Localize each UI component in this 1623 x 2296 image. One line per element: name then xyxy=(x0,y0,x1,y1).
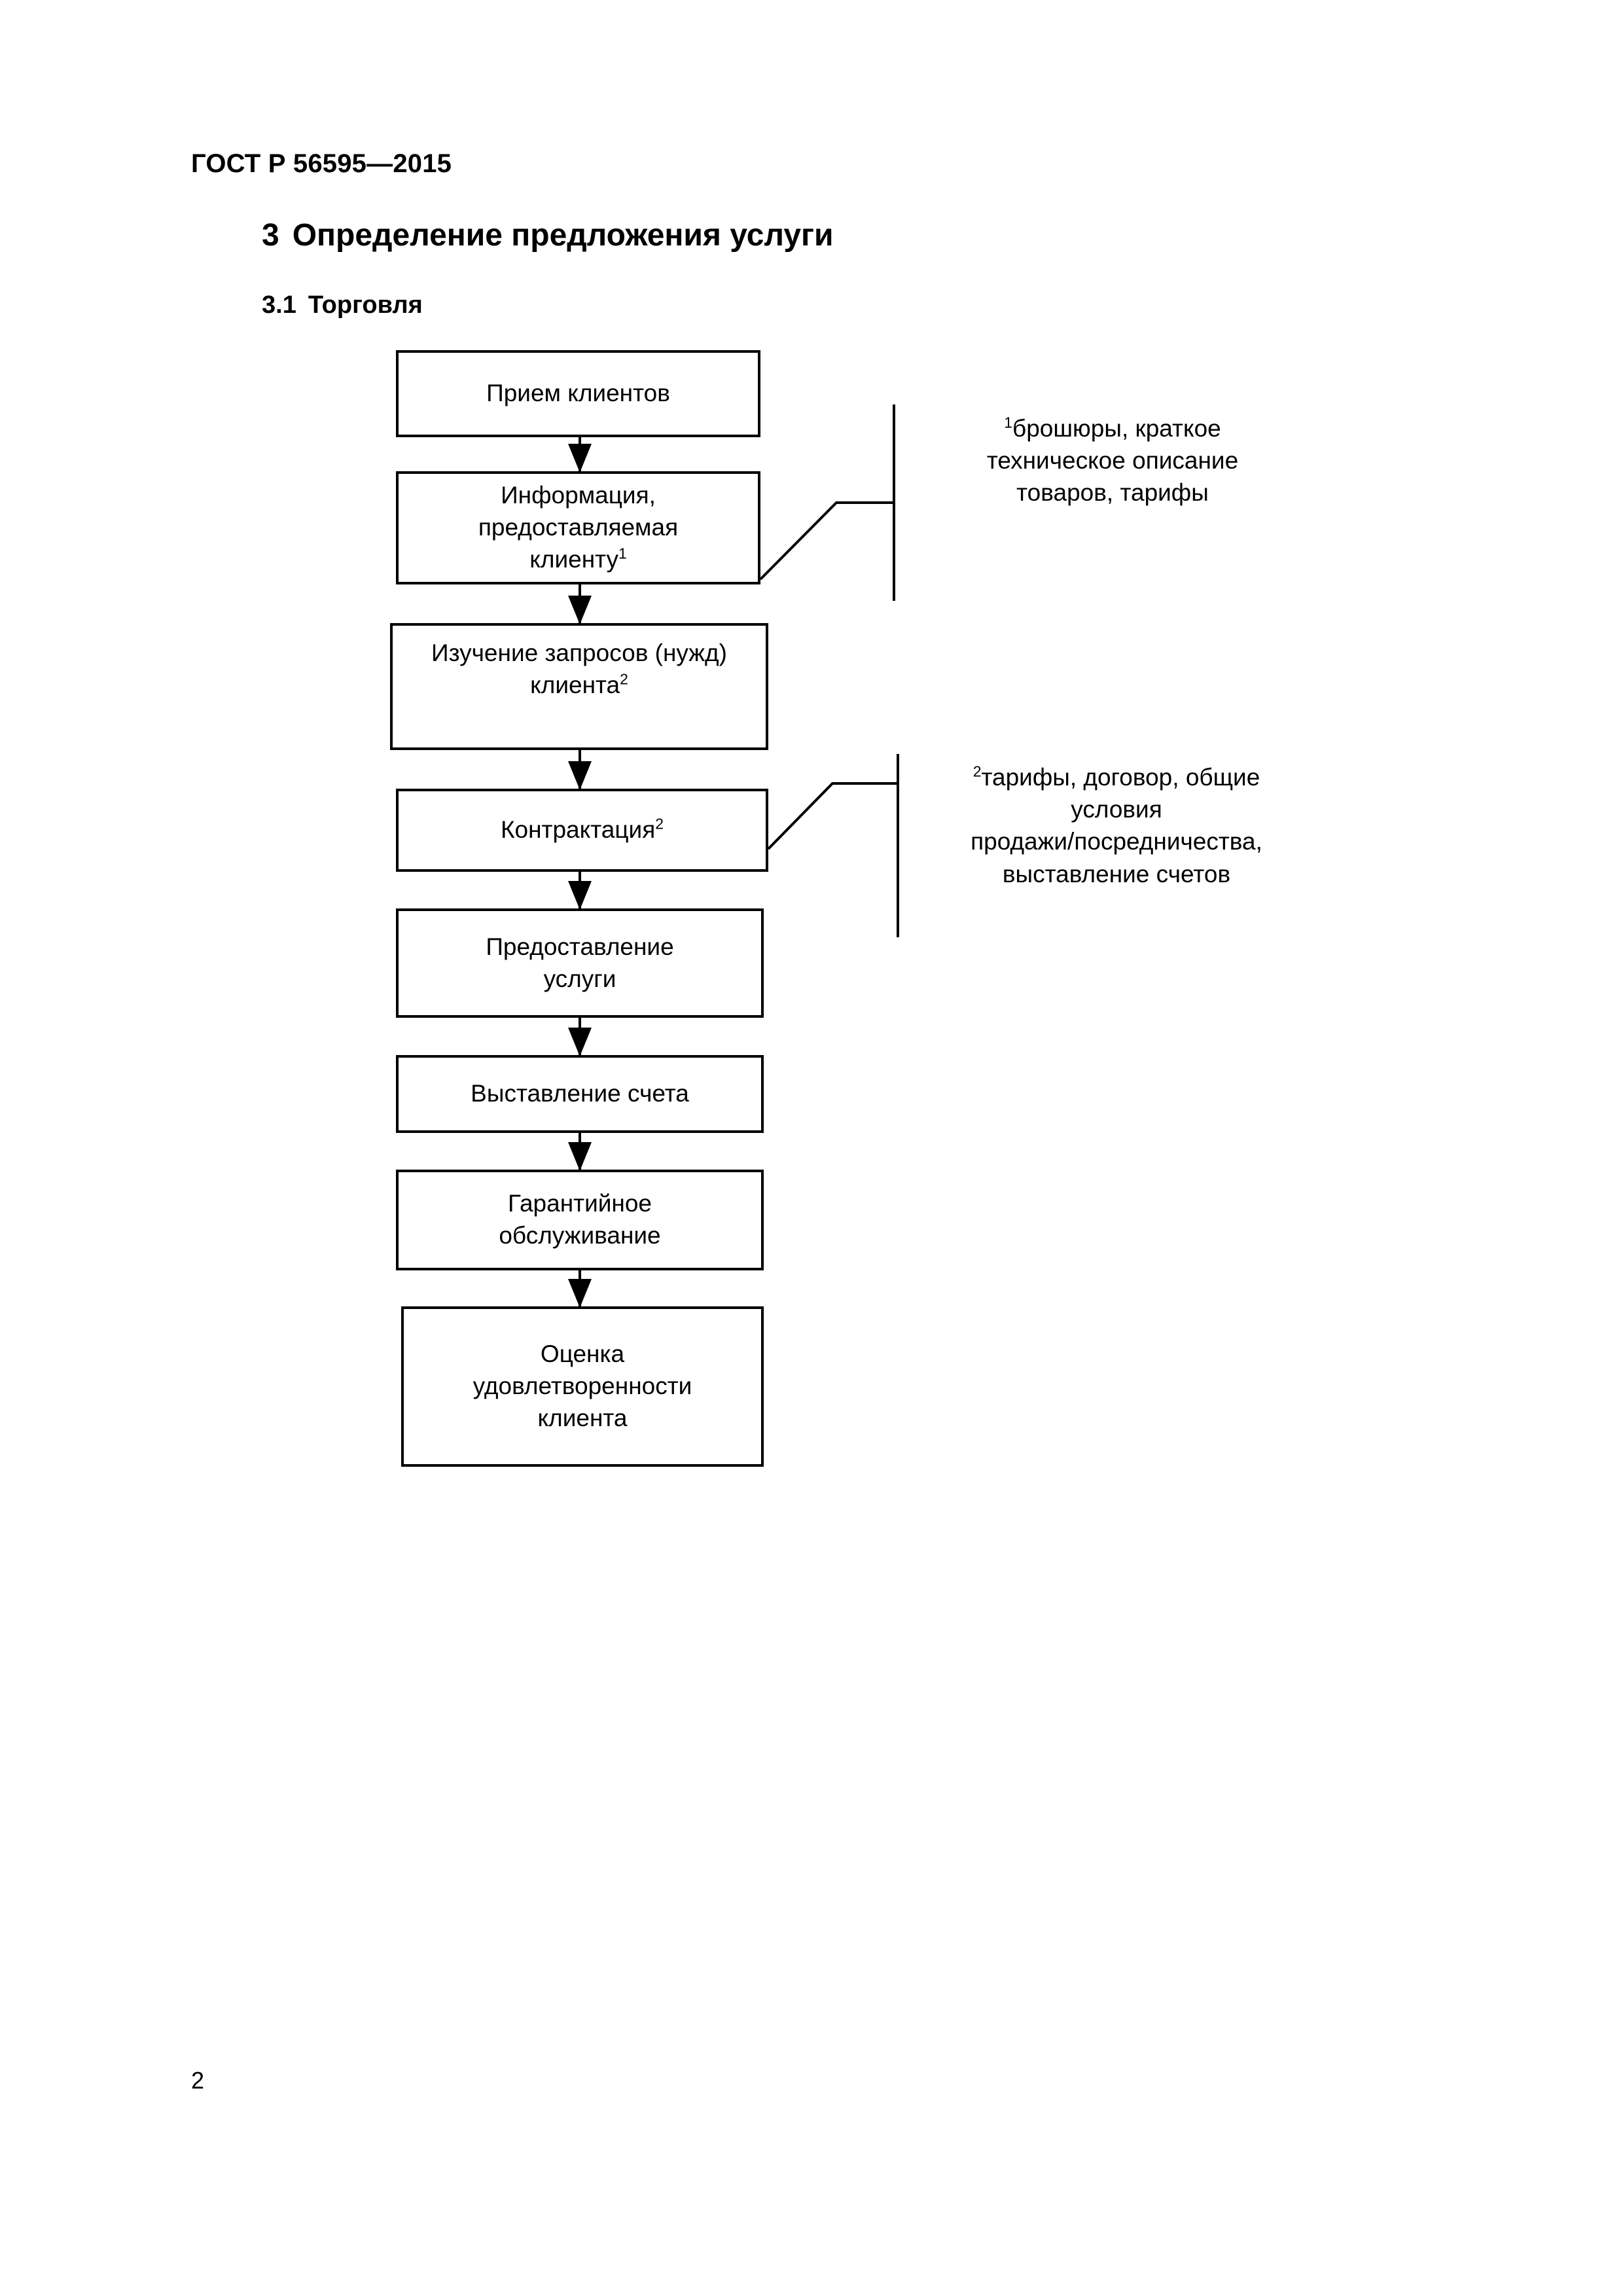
footnote-marker-2: 2 xyxy=(972,762,982,780)
annotation-line2: условия xyxy=(1071,796,1162,823)
annotation-line3: продажи/посредничества, xyxy=(971,828,1262,855)
flow-node-label-line2: предоставляемая xyxy=(478,514,679,541)
page-title: 3 Определение предложения услуги xyxy=(262,217,834,253)
section-number: 3 xyxy=(262,218,279,253)
flow-node-label-line1: Информация, xyxy=(501,482,656,509)
annotation-footnote-2: 2тарифы, договор, общие условия продажи/… xyxy=(928,761,1305,890)
flow-node-label-line2: удовлетворенности xyxy=(473,1372,692,1400)
annotation-line1: тарифы, договор, общие xyxy=(981,764,1260,791)
flow-node-label: Контрактация xyxy=(500,816,656,844)
annotation-line1: брошюры, краткое xyxy=(1012,415,1221,442)
annotation-footnote-1: 1брошюры, краткое техническое описание т… xyxy=(936,412,1289,509)
subsection-title: Торговля xyxy=(308,291,423,319)
flow-node-vystavlenie-scheta: Выставление счета xyxy=(396,1055,764,1133)
footnote-marker-2: 2 xyxy=(655,815,664,833)
flow-node-ocenka-udovletvorennosti: Оценка удовлетворенности клиента xyxy=(401,1306,764,1467)
annotation-line2: техническое описание xyxy=(986,447,1239,475)
flow-node-label: Прием клиентов xyxy=(486,380,670,407)
flow-node-label-line2: обслуживание xyxy=(499,1222,661,1249)
running-header: ГОСТ Р 56595—2015 xyxy=(191,149,452,178)
flow-node-label-line3: клиента xyxy=(537,1404,628,1431)
flow-node-label: Выставление счета xyxy=(471,1080,689,1107)
footnote-marker-2: 2 xyxy=(620,670,628,688)
section-title: Определение предложения услуги xyxy=(292,218,834,253)
flow-node-predostavlenie-uslugi: Предоставление услуги xyxy=(396,908,764,1018)
flow-node-label-line3: клиенту xyxy=(529,545,618,573)
flow-node-kontraktaciya: Контрактация2 xyxy=(396,789,768,872)
flow-node-garantijnoe-obsluzhivanie: Гарантийное обслуживание xyxy=(396,1170,764,1270)
flow-node-label-line2: клиента xyxy=(530,671,620,698)
flow-node-label-line1: Предоставление xyxy=(486,933,674,960)
flow-node-priem-klientov: Прием клиентов xyxy=(396,350,760,437)
flow-node-label-line1: Изучение запросов (нужд) xyxy=(431,639,727,666)
flow-node-label-line1: Оценка xyxy=(540,1340,625,1368)
flow-node-informaciya-klientu: Информация, предоставляемая клиенту1 xyxy=(396,471,760,584)
subsection-heading: 3.1 Торговля xyxy=(262,291,423,319)
page-number: 2 xyxy=(191,2067,205,2094)
subsection-number: 3.1 xyxy=(262,291,296,319)
footnote-marker-1: 1 xyxy=(618,545,627,562)
flow-node-label-line1: Гарантийное xyxy=(508,1190,652,1217)
flow-node-izuchenie-zaprosov: Изучение запросов (нужд) клиента2 xyxy=(390,623,768,750)
annotation-line4: выставление счетов xyxy=(1002,860,1231,888)
flow-node-label-line2: услуги xyxy=(543,965,616,992)
annotation-line3: товаров, тарифы xyxy=(1016,479,1209,507)
footnote-marker-1: 1 xyxy=(1004,414,1012,431)
